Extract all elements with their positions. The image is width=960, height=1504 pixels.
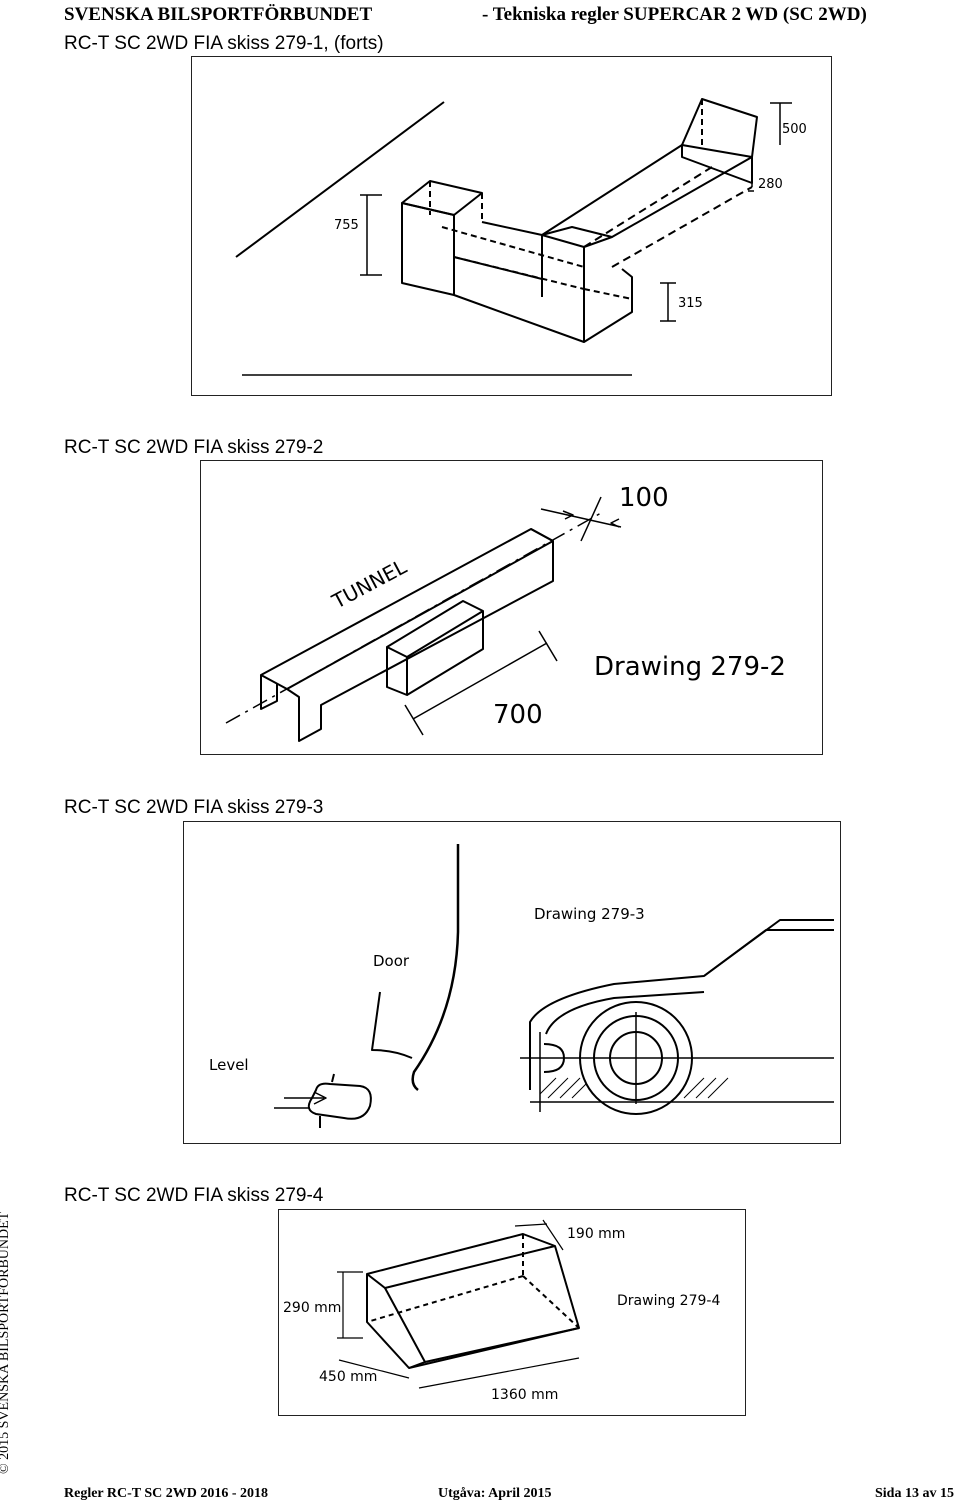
dimension-755: 755 [334, 218, 359, 233]
footer-edition: Utgåva: April 2015 [438, 1486, 552, 1501]
dimension-280: 280 [758, 177, 783, 192]
drawing-label-279-4: Drawing 279-4 [617, 1293, 720, 1309]
dimension-1360mm: 1360 mm [491, 1387, 558, 1403]
figure-279-4: 190 mm 290 mm Drawing 279-4 450 mm 1360 … [278, 1209, 746, 1416]
figure-caption-279-4: RC-T SC 2WD FIA skiss 279-4 [64, 1185, 324, 1206]
figure-279-2: TUNNEL 100 700 Drawing 279-2 [200, 460, 823, 755]
dimension-100: 100 [619, 483, 669, 513]
figure-caption-279-3: RC-T SC 2WD FIA skiss 279-3 [64, 797, 324, 818]
drawing-label-279-3: Drawing 279-3 [534, 905, 645, 923]
footer-page-number: Sida 13 av 15 [875, 1486, 954, 1501]
dimension-315: 315 [678, 296, 703, 311]
figure-caption-279-1: RC-T SC 2WD FIA skiss 279-1, (forts) [64, 33, 384, 54]
organization-name: SVENSKA BILSPORTFÖRBUNDET [64, 4, 373, 25]
figure-279-1: 500 280 755 315 [191, 56, 832, 396]
dimension-500: 500 [782, 122, 807, 137]
dimension-450mm: 450 mm [319, 1369, 377, 1385]
tunnel-label: TUNNEL [327, 554, 411, 614]
dimension-190mm: 190 mm [567, 1226, 625, 1242]
figure-caption-279-2: RC-T SC 2WD FIA skiss 279-2 [64, 437, 324, 458]
document-title: - Tekniska regler SUPERCAR 2 WD (SC 2WD) [482, 4, 867, 25]
footer-regulation: Regler RC-T SC 2WD 2016 - 2018 [64, 1486, 269, 1501]
dimension-290mm: 290 mm [283, 1300, 341, 1316]
dimension-700: 700 [493, 700, 543, 730]
copyright-side-text: © 2015 SVENSKA BILSPORTFÖRBUNDET [0, 1211, 12, 1474]
level-label: Level [209, 1056, 249, 1074]
drawing-label-279-2: Drawing 279-2 [594, 652, 786, 682]
door-label: Door [373, 952, 410, 970]
figure-279-3: Drawing 279-3 Door Level [183, 821, 841, 1144]
